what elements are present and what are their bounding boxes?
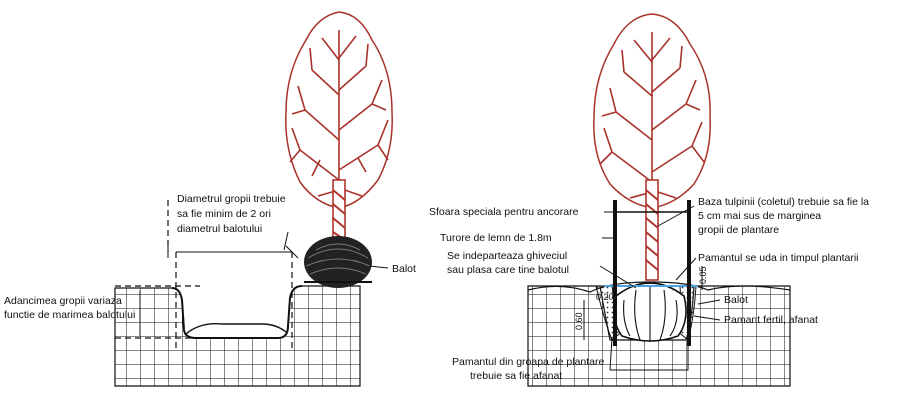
left-depth-note-line2: functie de marimea balotului bbox=[4, 309, 135, 321]
left-diameter-note-line3: diametrul balotului bbox=[177, 223, 262, 235]
dim-005: 0.05 bbox=[698, 266, 708, 284]
soil-label: Pamant fertil, afanat bbox=[724, 314, 818, 326]
right-top-mound bbox=[527, 281, 791, 293]
stake-left bbox=[613, 200, 617, 346]
remove-note-line2: sau plasa care tine balotul bbox=[447, 264, 569, 276]
left-diameter-note-line2: sa fie minim de 2 ori bbox=[177, 208, 271, 220]
right-tree-trunk bbox=[645, 179, 659, 281]
left-tree bbox=[285, 11, 393, 288]
right-tree bbox=[593, 13, 711, 342]
right-leader-lines bbox=[583, 205, 721, 371]
collar-note-line2: 5 cm mai sus de marginea bbox=[698, 210, 821, 222]
left-dimension-guides bbox=[115, 200, 293, 350]
pit-soil-note-line1: Pamantul din groapa de plantare bbox=[452, 356, 605, 368]
remove-note-line1: Se indeparteaza ghiveciul bbox=[447, 250, 567, 262]
right-ball-label: Balot bbox=[724, 294, 748, 306]
dim-060: 0.60 bbox=[574, 312, 584, 330]
left-ground-grid bbox=[114, 285, 361, 387]
rope-label: Sfoara speciala pentru ancorare bbox=[429, 206, 579, 218]
left-pit-floor bbox=[185, 323, 287, 335]
left-root-ball bbox=[304, 236, 372, 288]
collar-note-line3: gropii de plantare bbox=[698, 224, 779, 236]
dim-020: 0.20 bbox=[596, 292, 614, 302]
left-pit-outline bbox=[171, 285, 303, 339]
stake-label: Turore de lemn de 1.8m bbox=[440, 232, 552, 244]
stake-right bbox=[687, 200, 691, 346]
pit-soil-note-line2: trebuie sa fie afanat bbox=[470, 370, 562, 382]
left-ball-label: Balot bbox=[392, 263, 416, 275]
collar-note-line1: Baza tulpinii (coletul) trebuie sa fie l… bbox=[698, 196, 869, 208]
water-note: Pamantul se uda in timpul plantarii bbox=[698, 252, 859, 264]
left-planting-diagram: Diametrul gropii trebuie sa fie minim de… bbox=[4, 11, 416, 387]
right-planting-diagram: Sfoara speciala pentru ancorare Turore d… bbox=[429, 13, 869, 387]
left-depth-note-line1: Adancimea gropii variaza bbox=[4, 295, 122, 307]
left-diameter-note-line1: Diametrul gropii trebuie bbox=[177, 193, 286, 205]
